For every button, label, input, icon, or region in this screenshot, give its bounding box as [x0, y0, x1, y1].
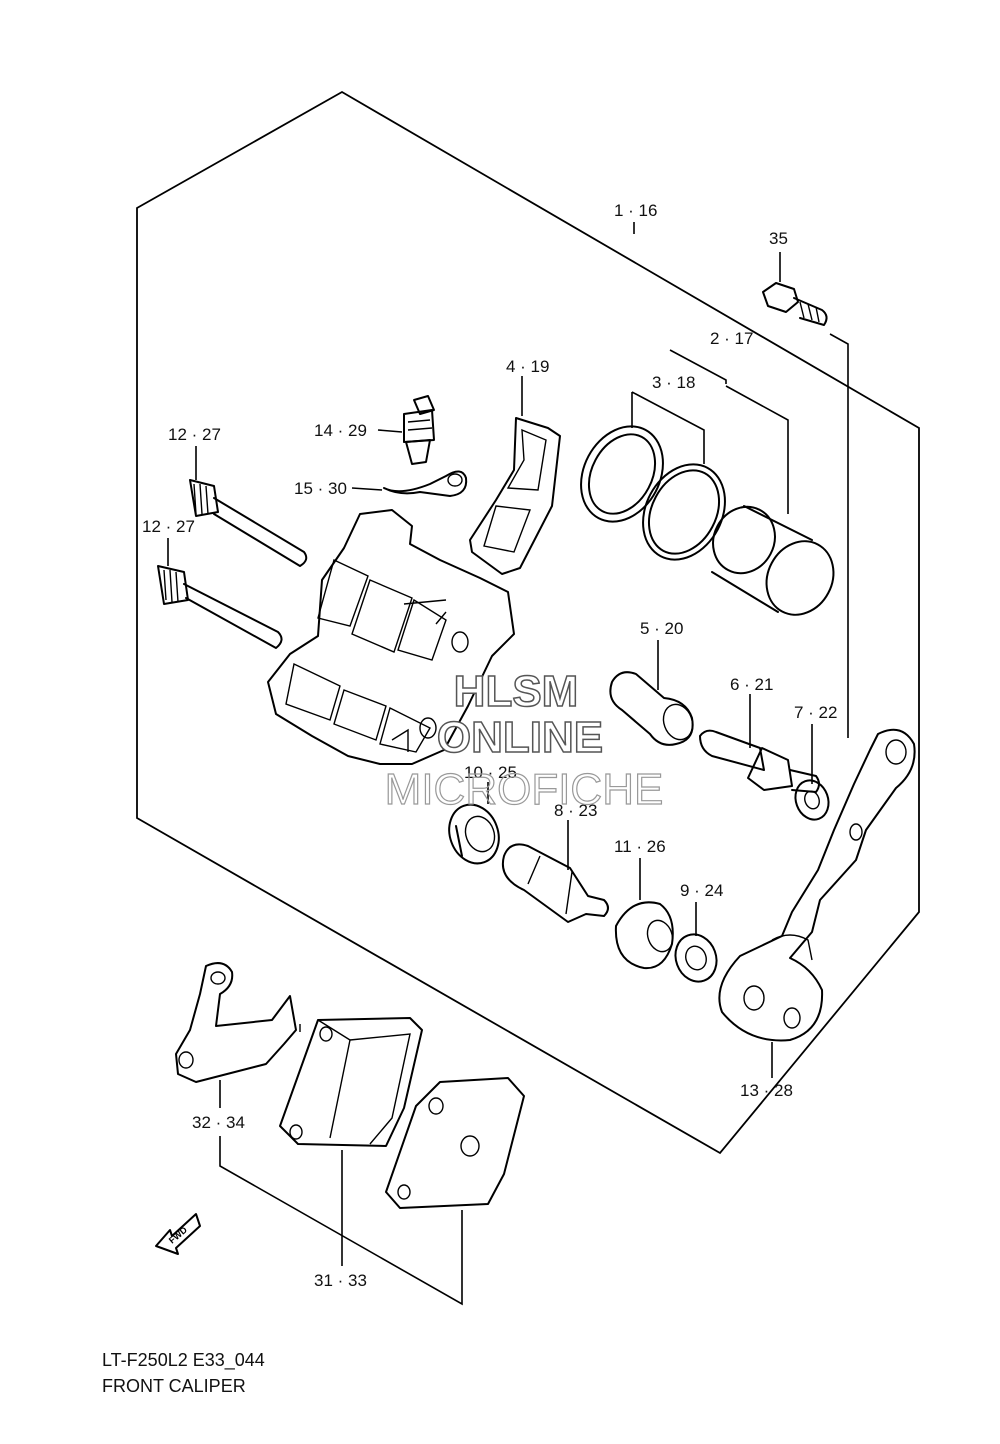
callout-35: 35	[769, 229, 788, 248]
callout-7-22: 7 · 22	[794, 703, 837, 722]
callout-12-27-lower: 12 · 27	[142, 517, 195, 536]
watermark-line-3: MICROFICHE	[385, 765, 664, 814]
callout-5-20: 5 · 20	[640, 619, 683, 638]
callout-12-27-upper: 12 · 27	[168, 425, 221, 444]
part-12-slide-pin-lower[interactable]	[157, 565, 283, 649]
callout-32-34: 32 · 34	[192, 1113, 245, 1132]
part-5-boot[interactable]	[609, 671, 697, 746]
part-11-bushing[interactable]	[614, 901, 677, 970]
callout-3-18: 3 · 18	[652, 373, 695, 392]
callout-6-21: 6 · 21	[730, 675, 773, 694]
part-31-brake-pad-outer[interactable]	[385, 1077, 525, 1209]
part-15-bleeder-cap[interactable]	[383, 470, 468, 497]
part-2-piston[interactable]	[702, 496, 847, 627]
part-31-brake-pad-inner[interactable]	[279, 1017, 423, 1147]
callout-11-26: 11 · 26	[614, 837, 666, 856]
assembly-frame	[136, 90, 920, 1155]
part-13-caliper-bracket[interactable]	[718, 728, 916, 1042]
part-32-pad-shim[interactable]	[175, 962, 301, 1083]
part-8-slide-pin[interactable]	[502, 843, 609, 923]
part-9-washer[interactable]	[669, 929, 723, 988]
part-7-washer[interactable]	[790, 776, 834, 825]
callout-10-25: 10 · 25	[464, 763, 517, 782]
callout-4-19: 4 · 19	[506, 357, 549, 376]
part-3-piston-seals[interactable]	[565, 412, 741, 574]
model-code: LT-F250L2 E33_044	[102, 1350, 265, 1371]
part-1-caliper-body[interactable]	[267, 509, 515, 765]
callout-9-24: 9 · 24	[680, 881, 723, 900]
part-4-pad-spring[interactable]	[469, 417, 561, 575]
diagram-title: FRONT CALIPER	[102, 1376, 246, 1396]
fwd-label: FWD	[167, 1224, 190, 1245]
watermark-line-1: HLSM	[454, 667, 579, 716]
callout-14-29: 14 · 29	[314, 421, 367, 440]
part-14-bleeder-valve[interactable]	[403, 395, 435, 465]
callout-2-17: 2 · 17	[710, 329, 753, 348]
fwd-arrow-icon: FWD	[155, 1213, 201, 1255]
part-10-boot[interactable]	[441, 798, 507, 871]
callout-15-30: 15 · 30	[294, 479, 347, 498]
callout-1-16: 1 · 16	[614, 201, 657, 220]
callout-8-23: 8 · 23	[554, 801, 597, 820]
part-12-slide-pin-upper[interactable]	[189, 479, 308, 567]
leader-lines	[167, 222, 849, 1306]
part-35-bolt[interactable]	[762, 282, 828, 326]
callout-13-28: 13 · 28	[740, 1081, 793, 1100]
watermark: HLSM ONLINE MICROFICHE	[384, 666, 664, 814]
watermark-line-2: ONLINE	[437, 713, 603, 762]
callout-31-33: 31 · 33	[314, 1271, 367, 1290]
